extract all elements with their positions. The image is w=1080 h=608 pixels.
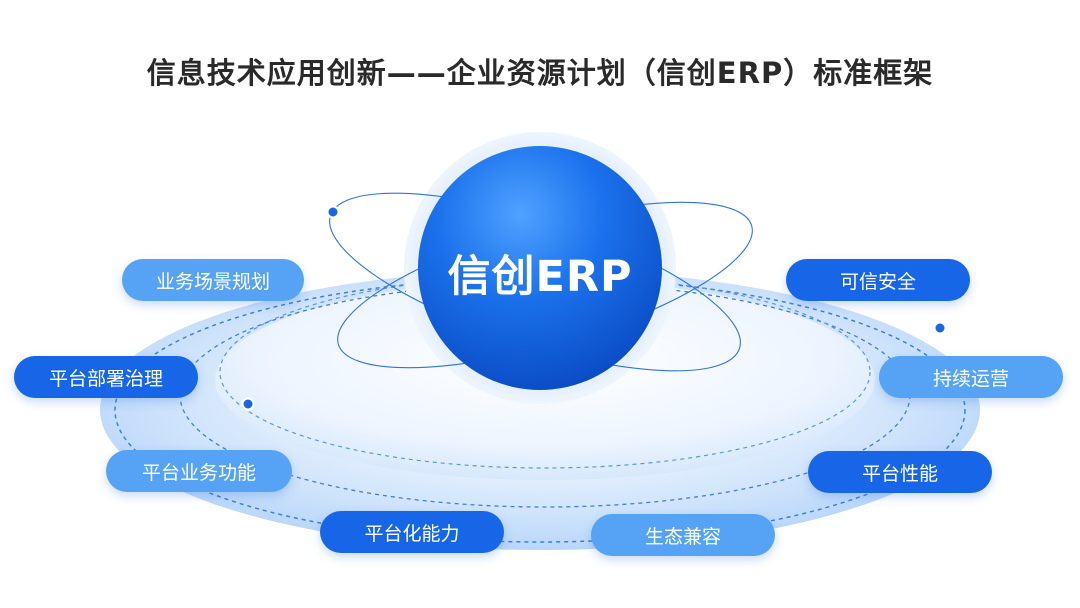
- orbit-dot-left-bottom: [241, 397, 255, 411]
- orbit-dot-right: [933, 321, 947, 335]
- erp-sphere: [418, 146, 662, 390]
- label-platformization-capability: 平台化能力: [320, 511, 504, 553]
- orbit-dot-left-top: [326, 205, 340, 219]
- label-continuous-operation: 持续运营: [879, 356, 1063, 398]
- label-business-scenario-planning: 业务场景规划: [122, 259, 304, 301]
- page-title: 信息技术应用创新——企业资源计划（信创ERP）标准框架: [146, 56, 934, 90]
- label-platform-performance: 平台性能: [808, 451, 992, 493]
- label-platform-deployment-governance: 平台部署治理: [14, 356, 198, 398]
- dashed-orbit-outer: [114, 277, 966, 543]
- label-platform-business-function: 平台业务功能: [106, 450, 292, 492]
- center-label: 信创ERP: [447, 252, 633, 302]
- label-ecosystem-compatibility: 生态兼容: [591, 514, 775, 556]
- label-trusted-security: 可信安全: [786, 259, 970, 301]
